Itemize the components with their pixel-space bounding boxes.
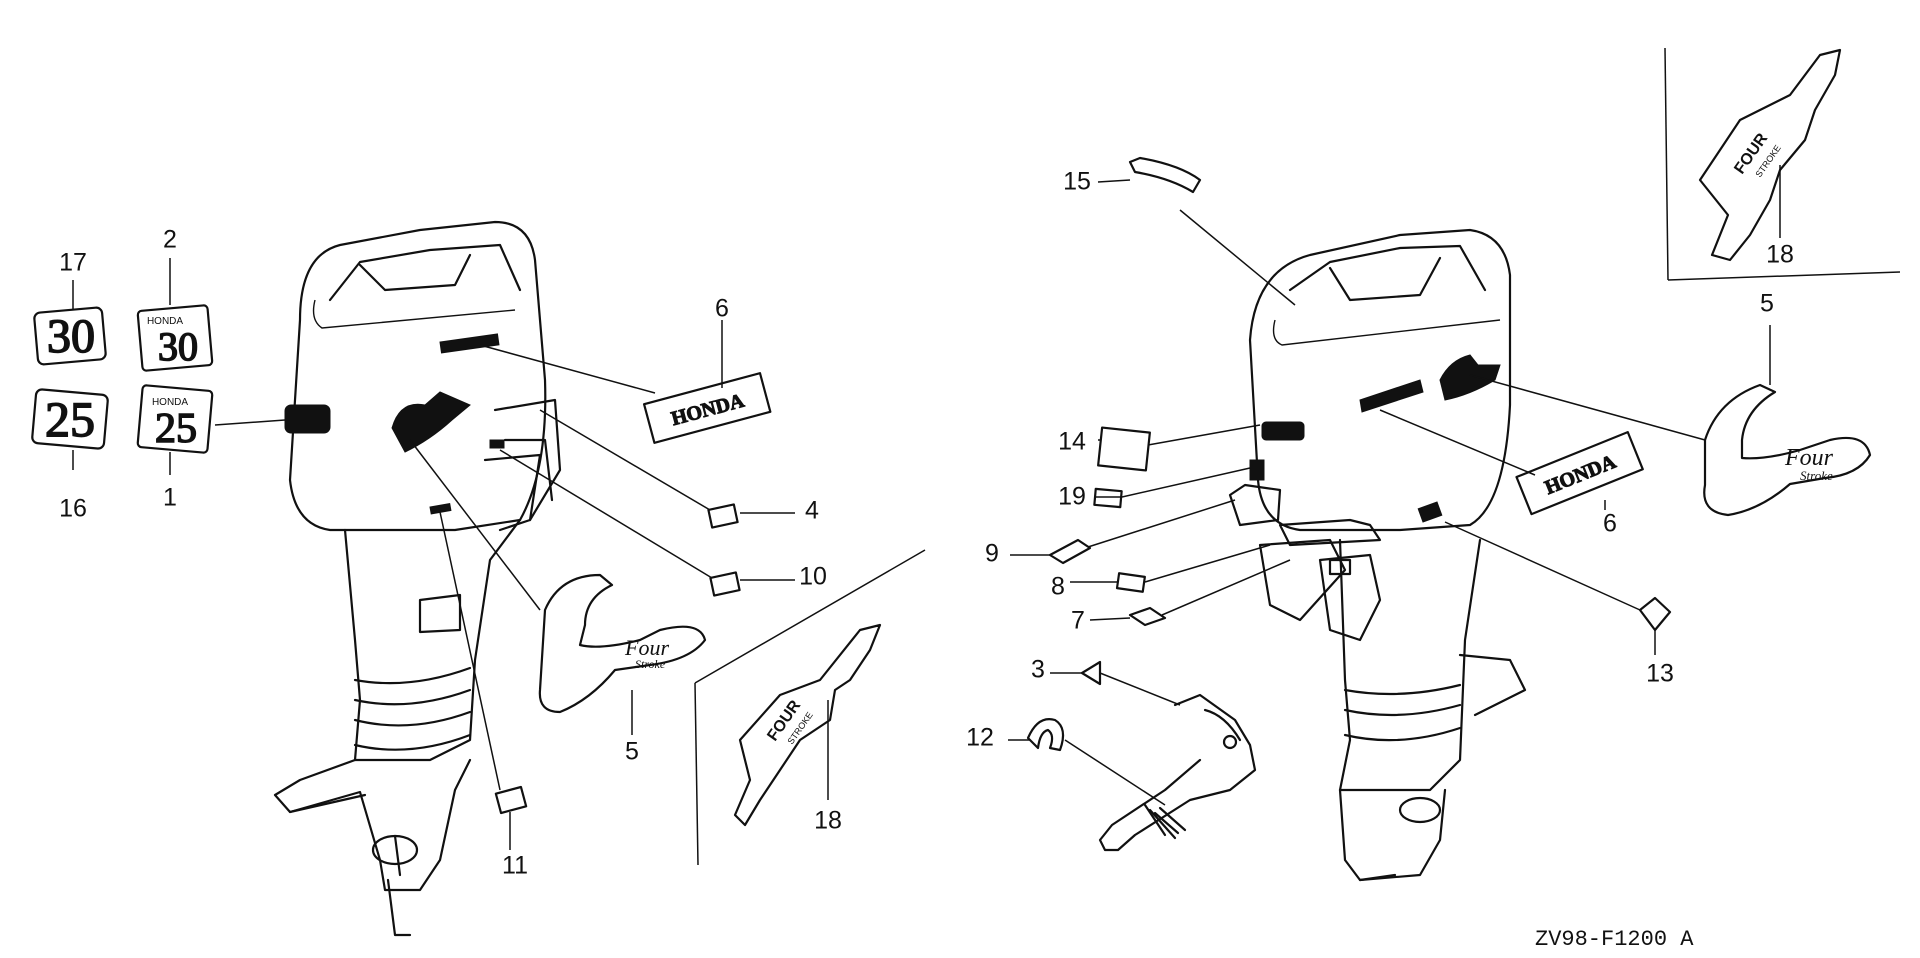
callout-15: 15 — [1063, 168, 1091, 196]
callout-10: 10 — [799, 563, 827, 591]
decal-25-brand-text: HONDA — [152, 397, 188, 408]
callout-11: 11 — [502, 852, 528, 880]
leader-lines-left — [72, 258, 829, 850]
decal-25-text: 25 — [45, 391, 95, 447]
script-stroke-right: Stroke — [1800, 468, 1833, 483]
callout-19: 19 — [1058, 483, 1086, 511]
decal-30-brand-text: HONDA — [147, 316, 183, 327]
callout-8: 8 — [1051, 573, 1065, 601]
decal-part-4 — [707, 503, 739, 529]
callout-3: 3 — [1031, 656, 1045, 684]
decal-part-15 — [1128, 156, 1202, 194]
callout-18-center: 18 — [814, 807, 842, 835]
outboard-motor-right — [1228, 228, 1527, 882]
callout-4: 4 — [805, 497, 819, 525]
decal-30-plain: 30 — [33, 306, 107, 366]
four-stroke-decal-top-right: FOUR STROKE — [1698, 48, 1842, 262]
decal-30-honda: HONDA 30 — [136, 304, 214, 372]
script-four-left: Four — [624, 635, 669, 660]
decal-25-plain: 25 — [31, 388, 109, 450]
decal-25-honda-number: 25 — [155, 406, 197, 452]
callout-1: 1 — [163, 484, 177, 512]
decal-25-honda: HONDA 25 — [136, 384, 214, 454]
callout-16: 16 — [59, 495, 87, 523]
decal-part-9 — [1048, 538, 1092, 565]
four-stroke-script-decal-left: Four Stroke — [538, 573, 707, 714]
decal-part-11 — [494, 785, 528, 815]
decal-30-text: 30 — [47, 310, 95, 363]
inset-panel-top-right — [1664, 47, 1901, 281]
honda-decal-right: HONDA — [1515, 431, 1644, 516]
inset-panel-center — [694, 549, 926, 866]
diagram-code: ZV98-F1200 A — [1535, 927, 1694, 952]
four-stroke-decal-center: FOUR STROKE — [733, 623, 882, 827]
callout-2: 2 — [163, 226, 177, 254]
decal-part-8 — [1115, 572, 1146, 593]
decal-part-7 — [1128, 606, 1167, 627]
callout-6-left: 6 — [715, 295, 729, 323]
callout-labels: 17 16 2 1 6 4 10 5 11 18 15 14 19 9 8 7 … — [59, 168, 1794, 880]
callout-7: 7 — [1071, 607, 1085, 635]
leader-lines-right — [1008, 165, 1781, 806]
callout-14: 14 — [1058, 428, 1086, 456]
decal-part-19 — [1093, 487, 1123, 509]
callout-17: 17 — [59, 249, 87, 277]
four-stroke-script-decal-right: Four Stroke — [1703, 383, 1872, 517]
callout-18-top: 18 — [1766, 241, 1794, 269]
decal-part-3 — [1080, 660, 1102, 686]
decal-part-14 — [1097, 426, 1151, 472]
callout-9: 9 — [985, 540, 999, 568]
script-stroke-left: Stroke — [635, 657, 666, 671]
callout-5-left: 5 — [625, 738, 639, 766]
callout-6-right: 6 — [1603, 510, 1617, 538]
outboard-motor-left — [273, 220, 562, 937]
callout-12: 12 — [966, 724, 994, 752]
decal-part-10 — [709, 571, 741, 597]
tiller-handle — [1098, 693, 1257, 852]
script-four-right: Four — [1784, 445, 1834, 471]
honda-decal-left: HONDA — [642, 372, 772, 444]
callout-5-right: 5 — [1760, 290, 1774, 318]
callout-13: 13 — [1646, 660, 1674, 688]
decal-part-13 — [1638, 596, 1672, 632]
decal-part-12 — [1026, 718, 1065, 752]
decal-30-honda-number: 30 — [158, 324, 198, 369]
